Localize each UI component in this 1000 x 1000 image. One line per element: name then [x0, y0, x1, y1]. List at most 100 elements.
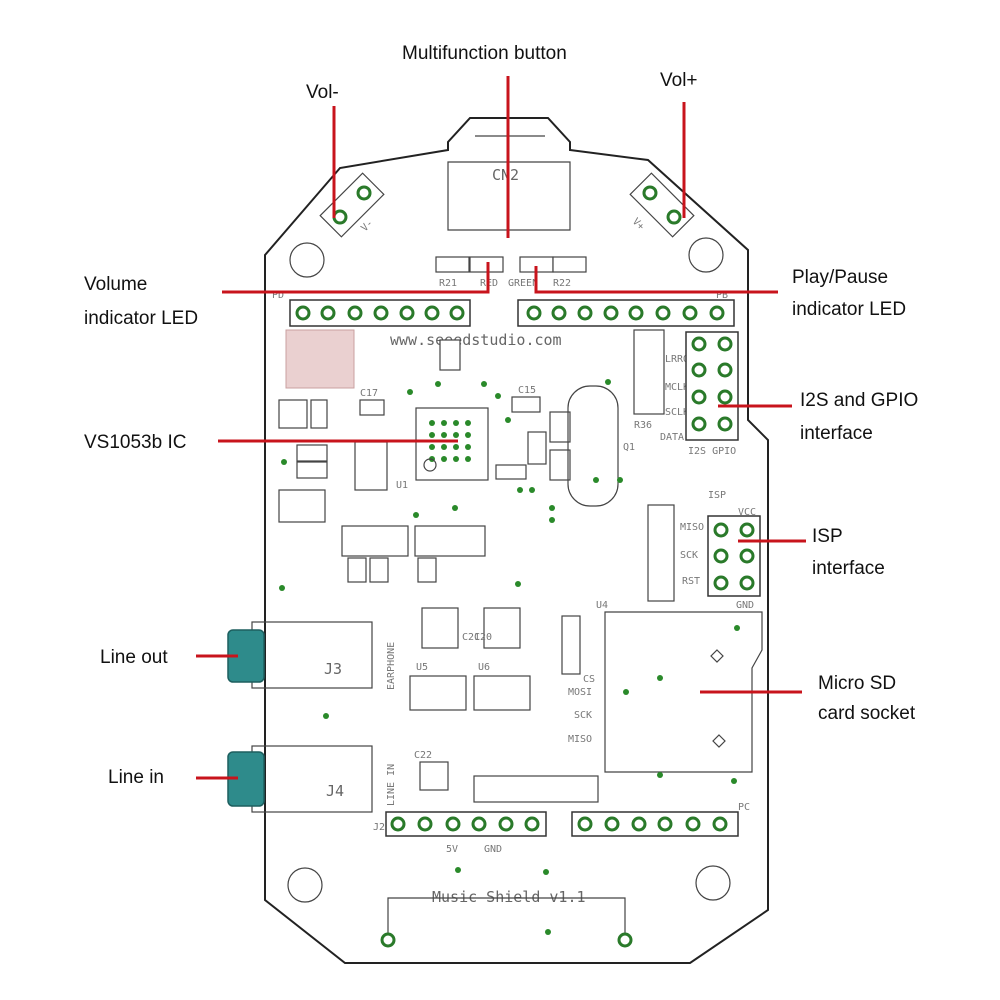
pb-label: PB	[716, 290, 728, 301]
callout-play-led-line1: Play/Pause	[792, 267, 888, 288]
sck-label: SCK	[680, 550, 698, 561]
u4-label: U4	[596, 600, 608, 611]
sclk-label: SCLK	[665, 407, 689, 418]
callout-volume-led-line2: indicator LED	[84, 308, 198, 329]
u6-label: U6	[478, 662, 490, 673]
vias	[279, 379, 740, 935]
q1-label: Q1	[623, 442, 635, 453]
c17-label: C17	[360, 388, 378, 399]
part-c-a	[549, 411, 571, 443]
part-r30	[417, 557, 437, 583]
data-label: DATA	[660, 432, 684, 443]
header-bottom-right-pins	[577, 816, 728, 832]
part-c2	[278, 489, 326, 523]
callout-play-led-line2: indicator LED	[792, 299, 906, 320]
callout-vs1053: VS1053b IC	[84, 432, 186, 453]
vol-plus-switch	[629, 172, 695, 238]
callout-isp-line2: interface	[812, 558, 885, 579]
led-green-right	[552, 256, 587, 273]
vs1053b-ball-grid	[429, 420, 471, 462]
part-c5	[296, 444, 328, 462]
vs1053b-chip	[415, 407, 489, 481]
callout-i2s-line1: I2S and GPIO	[800, 390, 918, 411]
earphone-label: EARPHONE	[386, 642, 397, 690]
callout-vol-plus: Vol+	[660, 70, 698, 91]
part-u5	[409, 675, 467, 711]
part-c16	[354, 441, 388, 491]
callout-micro-sd-line2: card socket	[818, 703, 916, 724]
callout-isp-line1: ISP	[812, 526, 843, 547]
cs-label: CS	[583, 674, 595, 685]
leader-play-led	[534, 266, 778, 294]
vol-minus-switch	[319, 172, 385, 238]
part-c21	[421, 607, 459, 649]
header-bottom-right	[571, 811, 739, 837]
resistor-row-bottom	[473, 775, 599, 803]
isp-gnd-label: GND	[736, 600, 754, 611]
miso-label: MISO	[680, 522, 704, 533]
header-top-left-pins	[295, 305, 465, 321]
callout-line-in: Line in	[108, 767, 164, 788]
r36-label: R36	[634, 420, 652, 431]
u1-label: U1	[396, 480, 408, 491]
speckled-pad	[285, 329, 355, 389]
mclk-label: MCLK	[665, 382, 689, 393]
sd-sck-label: SCK	[574, 710, 592, 721]
header-top-right-pins	[526, 305, 725, 321]
green-label: GREEN	[508, 278, 538, 289]
part-r23-r1	[561, 615, 581, 675]
r21-label: R21	[439, 278, 457, 289]
i2s-gpio-pins	[691, 336, 733, 432]
part-c13	[439, 339, 461, 371]
crystal-q1	[567, 385, 619, 507]
pc-label: PC	[738, 802, 750, 813]
c21-label: C21	[462, 632, 480, 643]
cap-row-2	[414, 525, 486, 557]
resistor-column-top	[633, 329, 665, 415]
part-c8	[369, 557, 389, 583]
board-version-label: Music Shield v1.1	[432, 888, 586, 906]
resistor-column-isp	[647, 504, 675, 602]
footer-outline	[387, 897, 626, 940]
pd-label: PD	[272, 290, 284, 301]
lrout-label: LRROUT	[665, 354, 701, 365]
part-c15	[511, 396, 541, 413]
part-c22	[419, 761, 449, 791]
website-silkscreen: www.seeedstudio.com	[390, 331, 562, 349]
header-bottom-left-pins	[390, 816, 540, 832]
5v-label: 5V	[446, 844, 458, 855]
r22-label: R22	[553, 278, 571, 289]
mounting-hole-top-left	[289, 242, 325, 278]
mosi-label: MOSI	[568, 687, 592, 698]
callout-micro-sd-line1: Micro SD	[818, 673, 896, 694]
pcb-outline	[264, 117, 769, 964]
mounting-hole-top-right	[688, 237, 724, 273]
led-red-left	[435, 256, 470, 273]
cn2-label: CN2	[492, 166, 519, 184]
isp-pins	[713, 522, 755, 591]
leader-volume-led	[222, 262, 490, 294]
part-r14	[296, 461, 328, 479]
part-c20	[483, 607, 521, 649]
part-c3	[278, 399, 308, 429]
bottom-gnd-label: GND	[484, 844, 502, 855]
vcc-label: VCC	[738, 507, 756, 518]
j3-label: J3	[324, 660, 342, 678]
part-c17	[359, 399, 385, 416]
c22-label: C22	[414, 750, 432, 761]
mounting-hole-bottom-right	[695, 865, 731, 901]
isp-silk-label: ISP	[708, 490, 726, 501]
c15-label: C15	[518, 385, 536, 396]
micro-sd-socket	[604, 611, 763, 773]
part-u6	[473, 675, 531, 711]
j4-label: J4	[326, 782, 344, 800]
callout-vol-minus: Vol-	[306, 82, 339, 103]
callout-volume-led-line1: Volume	[84, 274, 147, 295]
j2-label: J2	[373, 822, 385, 833]
header-bottom-left	[385, 811, 547, 837]
part-r10	[310, 399, 328, 429]
part-c7	[347, 557, 367, 583]
i2s-gpio-silk-label: I2S GPIO	[688, 446, 736, 457]
multifunction-button-body	[447, 135, 571, 231]
